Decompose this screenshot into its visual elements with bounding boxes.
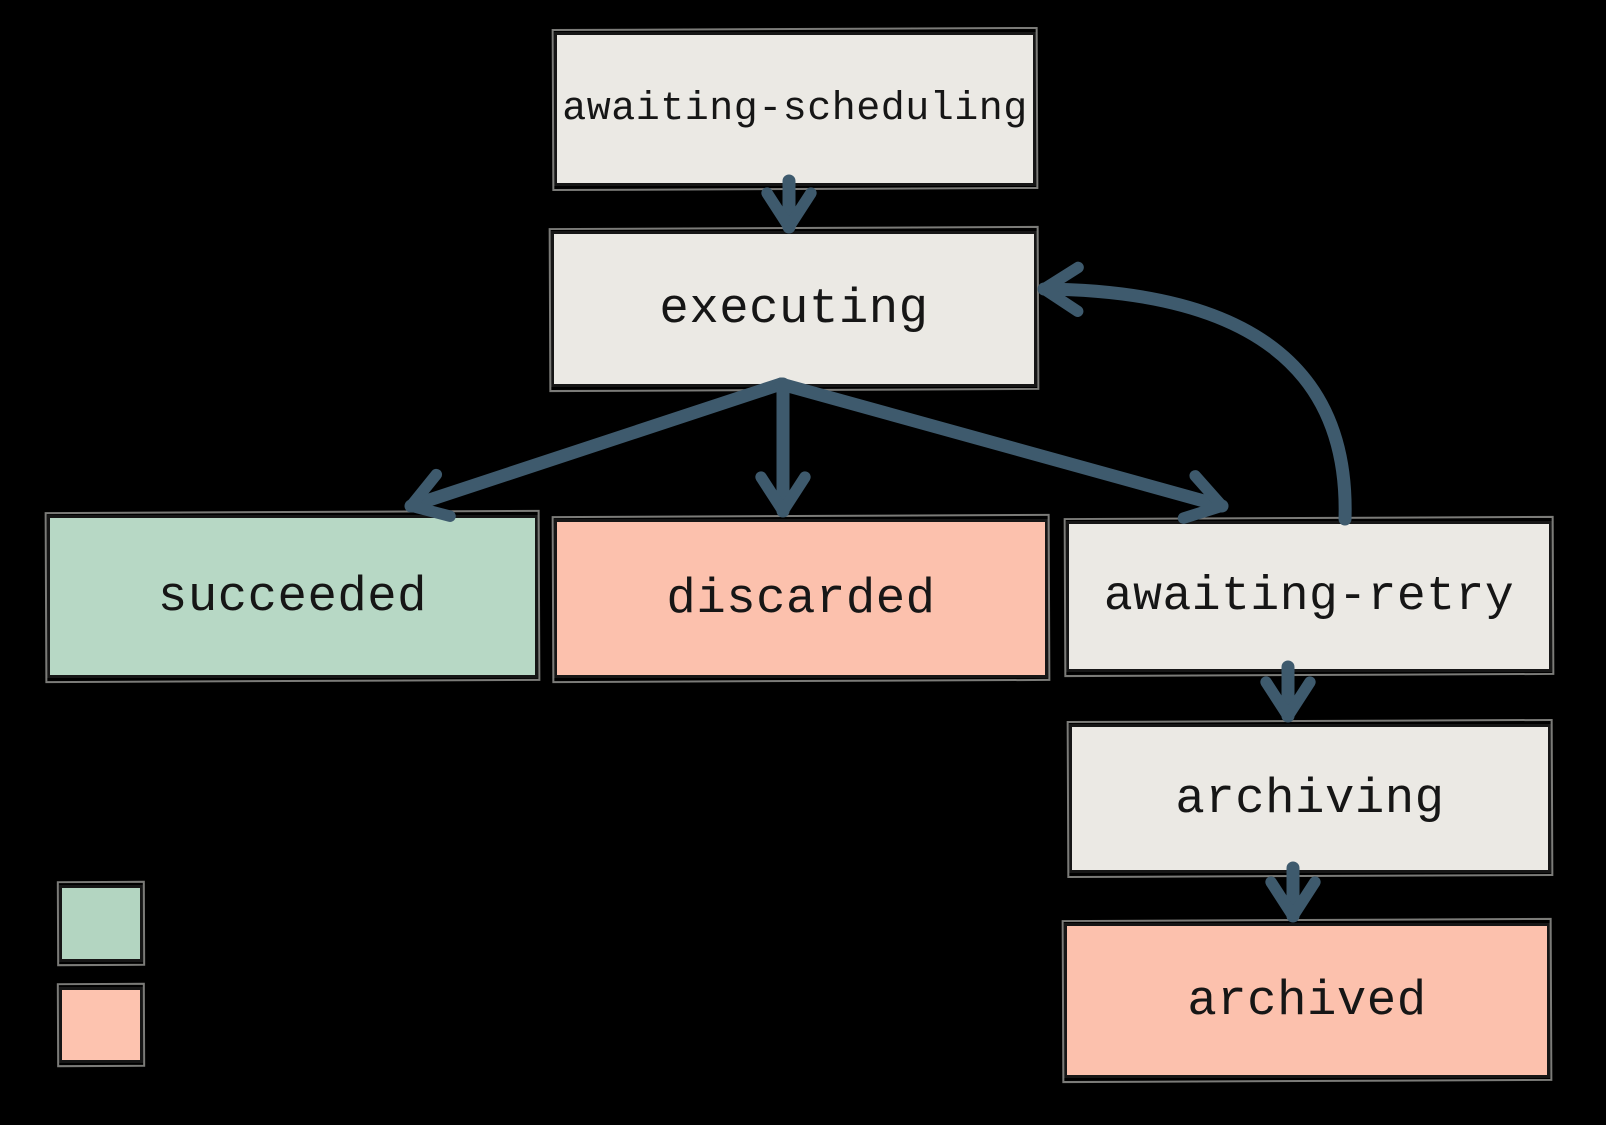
node-archived-label: archived (1187, 972, 1427, 1029)
node-succeeded: succeeded (47, 515, 538, 678)
node-archived: archived (1064, 923, 1550, 1078)
legend-green-swatch (59, 885, 143, 962)
node-awaiting-scheduling-label: awaiting-scheduling (562, 86, 1028, 132)
edge-executing-to-awaiting-retry-arrow (774, 377, 1229, 524)
node-awaiting-retry-label: awaiting-retry (1103, 569, 1515, 624)
node-archiving: archiving (1069, 724, 1551, 873)
node-awaiting-retry: awaiting-retry (1066, 521, 1552, 672)
legend-pink-swatch (59, 987, 143, 1063)
node-executing-label: executing (659, 281, 929, 337)
node-discarded: discarded (554, 519, 1048, 678)
node-archiving-label: archiving (1175, 770, 1445, 827)
node-succeeded-label: succeeded (157, 568, 428, 625)
node-awaiting-scheduling: awaiting-scheduling (554, 32, 1036, 186)
node-executing: executing (551, 231, 1037, 387)
node-discarded-label: discarded (666, 570, 936, 627)
edge-awaiting-retry-to-executing-arrow (1037, 261, 1352, 526)
edge-executing-to-succeeded-arrow (404, 377, 788, 522)
